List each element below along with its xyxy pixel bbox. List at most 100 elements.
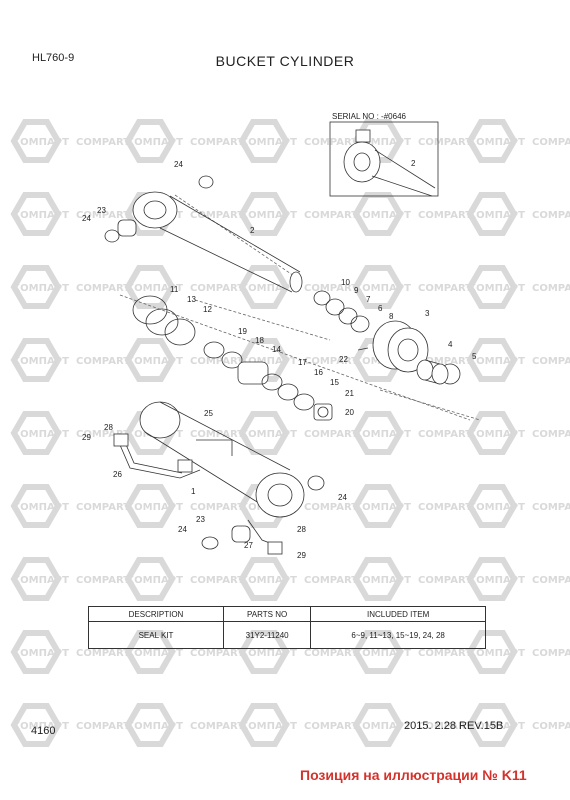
callout-number: 9 xyxy=(354,286,359,295)
cell-description: SEAL KIT xyxy=(88,621,224,649)
watermark-brand-left: КОМПАРТ xyxy=(354,648,411,659)
watermark-brand-left: КОМПАРТ xyxy=(468,210,525,221)
watermark-brand-left: КОМПАРТ xyxy=(12,575,69,586)
callout-number: 20 xyxy=(345,408,354,417)
watermark-brand-right: COMPART xyxy=(304,502,358,513)
hydraulic-pipe xyxy=(113,433,201,479)
callout-number: 7 xyxy=(366,295,371,304)
watermark-brand-left: КОМПАРТ xyxy=(354,210,411,221)
cell-included-item: 6~9, 11~13, 15~19, 24, 28 xyxy=(310,621,486,649)
watermark-brand-left: КОМПАРТ xyxy=(468,283,525,294)
cylinder-tube xyxy=(139,401,305,518)
watermark-brand-right: COMPART xyxy=(304,137,358,148)
watermark-brand-right: COMPART xyxy=(190,137,244,148)
watermark-brand-left: КОМПАРТ xyxy=(240,648,297,659)
callout-number: 28 xyxy=(297,525,306,534)
watermark-brand-right: COMPART xyxy=(190,575,244,586)
callout-number: 24 xyxy=(82,214,91,223)
watermark-brand-right: COMPART xyxy=(532,575,570,586)
callout-number: 12 xyxy=(203,305,212,314)
watermark-brand-left: КОМПАРТ xyxy=(468,356,525,367)
callout-number: 29 xyxy=(82,433,91,442)
lower-pipe xyxy=(231,519,283,555)
watermark-brand-left: КОМПАРТ xyxy=(126,502,183,513)
watermark-brand-right: COMPART xyxy=(76,429,130,440)
callout-number: 6 xyxy=(378,304,383,313)
watermark-brand-right: COMPART xyxy=(190,502,244,513)
callout-number: 24 xyxy=(178,525,187,534)
watermark-tile: КОМПАРТ COMPART xyxy=(10,265,130,309)
watermark-brand-right: COMPART xyxy=(532,137,570,148)
watermark-brand-right: COMPART xyxy=(304,356,358,367)
watermark-brand-right: COMPART xyxy=(190,356,244,367)
watermark-brand-right: COMPART xyxy=(418,502,472,513)
watermark-brand-right: COMPART xyxy=(418,356,472,367)
watermark-brand-right: COMPART xyxy=(304,210,358,221)
watermark-brand-right: COMPART xyxy=(532,721,570,732)
callout-number: 15 xyxy=(330,378,339,387)
watermark-brand-right: COMPART xyxy=(76,283,130,294)
watermark-brand-right: COMPART xyxy=(76,356,130,367)
callout-number: 24 xyxy=(338,493,347,502)
callout-number: 13 xyxy=(187,295,196,304)
watermark-tile: КОМПАРТ COMPART xyxy=(466,265,570,309)
callout-number: 10 xyxy=(341,278,350,287)
callout-number: 23 xyxy=(97,206,106,215)
watermark-brand-left: КОМПАРТ xyxy=(354,137,411,148)
watermark-brand-left: КОМПАРТ xyxy=(12,429,69,440)
watermark-brand-right: COMPART xyxy=(304,283,358,294)
watermark-brand-left: КОМПАРТ xyxy=(468,502,525,513)
callout-number: 14 xyxy=(272,345,281,354)
watermark-brand-right: COMPART xyxy=(190,283,244,294)
callout-number: 16 xyxy=(314,368,323,377)
watermark-brand-right: COMPART xyxy=(532,210,570,221)
watermark-tile: КОМПАРТ COMPART xyxy=(10,411,130,455)
date-revision: 2015. 2.28 REV.15B xyxy=(404,720,504,732)
callout-number: 24 xyxy=(174,160,183,169)
watermark-brand-left: КОМПАРТ xyxy=(354,575,411,586)
watermark-tile: КОМПАРТ COMPART xyxy=(10,338,130,382)
callout-number: 17 xyxy=(298,358,307,367)
watermark-brand-left: КОМПАРТ xyxy=(468,648,525,659)
watermark-brand-left: КОМПАРТ xyxy=(354,283,411,294)
callout-number: 23 xyxy=(196,515,205,524)
watermark-brand-left: КОМПАРТ xyxy=(354,502,411,513)
watermark-brand-left: КОМПАРТ xyxy=(468,721,525,732)
watermark-brand-left: КОМПАРТ xyxy=(12,648,69,659)
callout-number: 5 xyxy=(472,352,477,361)
col-parts-no: PARTS NO xyxy=(222,606,312,622)
callout-number: 4 xyxy=(448,340,453,349)
serial-inset-box xyxy=(329,121,439,197)
watermark-brand-right: COMPART xyxy=(418,575,472,586)
serial-label: SERIAL NO : -#0646 xyxy=(332,112,406,121)
watermark-brand-left: КОМПАРТ xyxy=(12,356,69,367)
watermark-brand-right: COMPART xyxy=(418,648,472,659)
watermark-brand-left: КОМПАРТ xyxy=(126,137,183,148)
callout-number: 29 xyxy=(297,551,306,560)
watermark-brand-left: КОМПАРТ xyxy=(12,210,69,221)
watermark-brand-right: COMPART xyxy=(304,429,358,440)
watermark-tile: КОМПАРТ COMPART xyxy=(10,192,130,236)
callout-number: 22 xyxy=(339,355,348,364)
watermark-brand-left: КОМПАРТ xyxy=(12,721,69,732)
watermark-brand-left: КОМПАРТ xyxy=(354,721,411,732)
watermark-brand-left: КОМПАРТ xyxy=(240,721,297,732)
watermark-brand-right: COMPART xyxy=(76,210,130,221)
callout-number: 1 xyxy=(191,487,196,496)
callout-number: 19 xyxy=(238,327,247,336)
watermark-brand-left: КОМПАРТ xyxy=(240,283,297,294)
watermark-brand-left: КОМПАРТ xyxy=(12,283,69,294)
rod-cover xyxy=(357,320,429,373)
bushing xyxy=(416,359,449,385)
watermark-brand-right: COMPART xyxy=(532,283,570,294)
